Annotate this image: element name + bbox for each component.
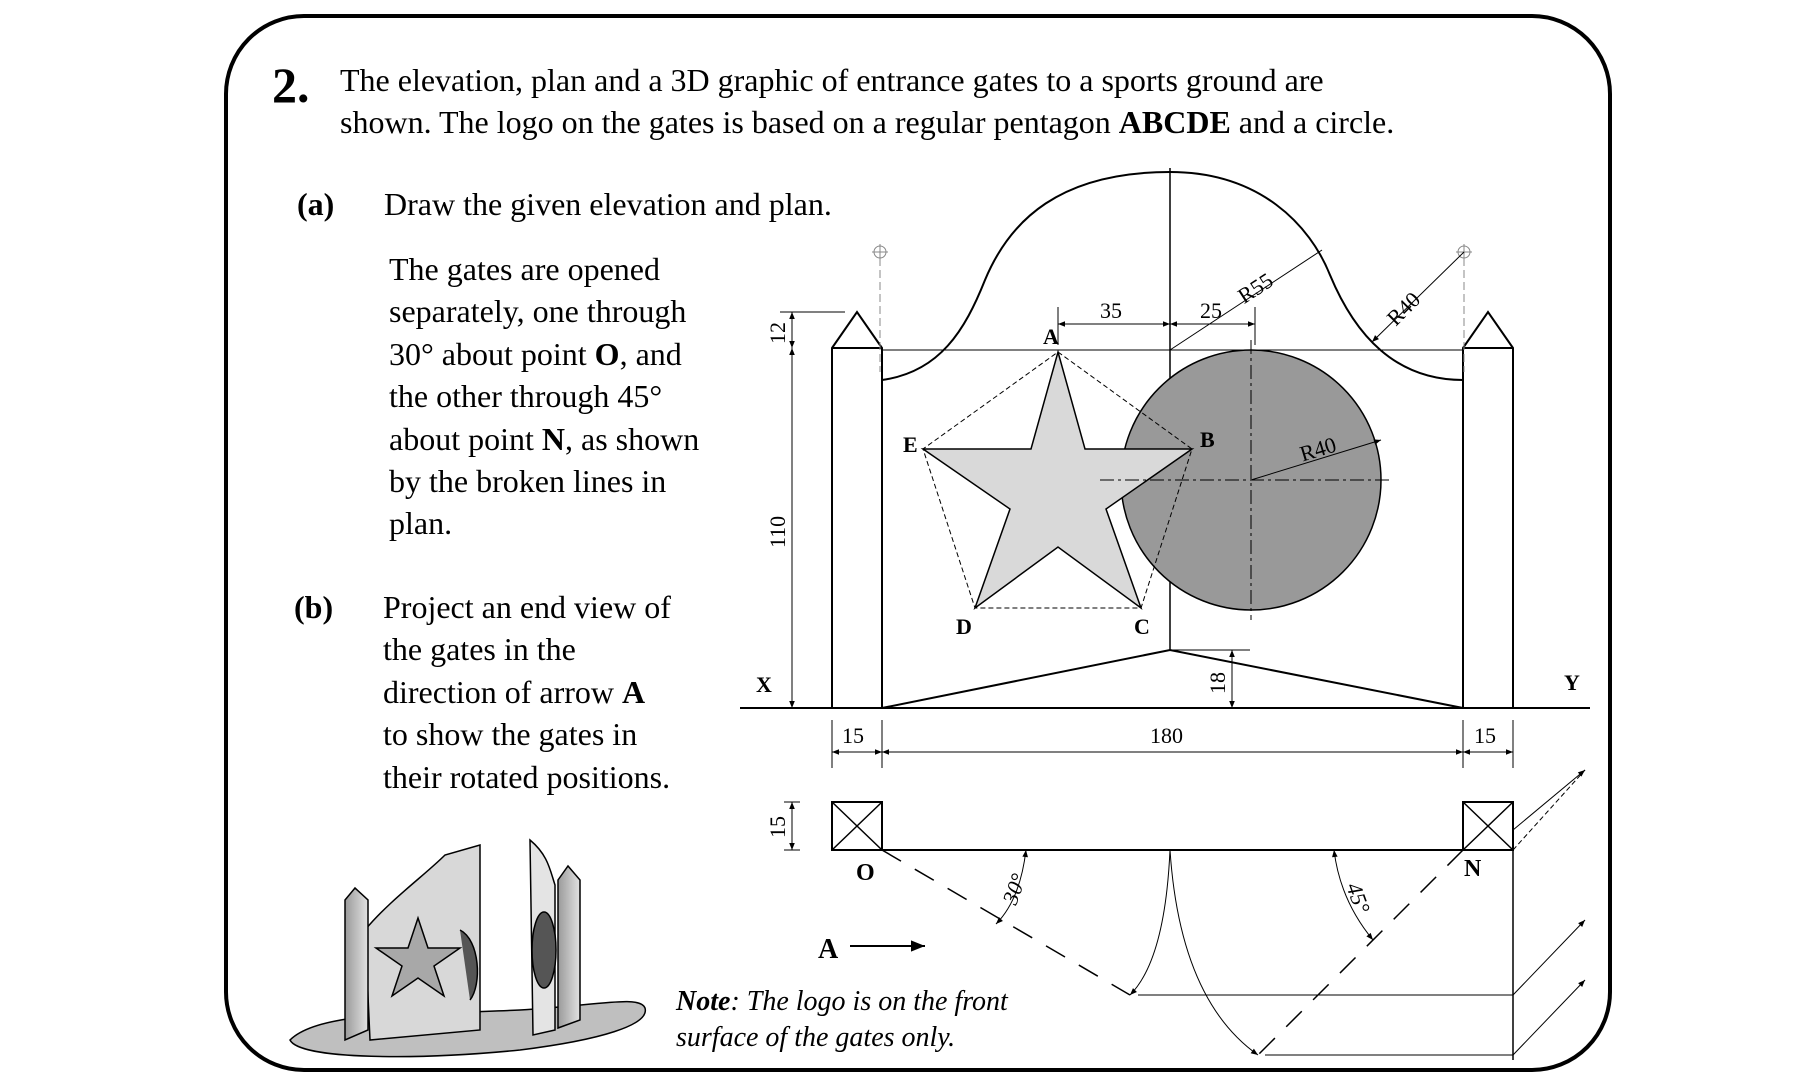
arrow-a-ref: A [622, 673, 646, 710]
part-a-instruction: Draw the given elevation and plan. [384, 186, 832, 222]
arc-centres [872, 244, 1472, 372]
para-line: separately, one through [389, 293, 687, 330]
gate-base [881, 648, 1464, 709]
dim-180: 180 [1150, 723, 1183, 748]
logo-star [920, 349, 1195, 611]
dim-18: 18 [1205, 672, 1230, 694]
3d-right-oval [531, 911, 557, 989]
part-b-paragraph: Project an end view of the gates in the … [383, 586, 671, 798]
point-label-d: D [956, 614, 972, 639]
left-post [831, 310, 883, 708]
3d-star [373, 915, 463, 998]
pentagon-name: ABCDE [1118, 104, 1231, 140]
point-label-n: N [1464, 856, 1482, 882]
note-text: : The logo is on the front [730, 986, 1008, 1017]
para-line: 30° about point O, and [389, 335, 682, 372]
angle-label-45: 45° [1341, 879, 1375, 917]
3d-post-left [344, 886, 369, 1042]
dim-15-depth: 15 [765, 816, 790, 838]
point-label-c: C [1134, 614, 1150, 639]
rotated-gate-30 [881, 849, 1131, 996]
point-o-ref: O [594, 335, 620, 372]
arc-30 [1129, 849, 1171, 996]
dim-12: 12 [765, 322, 790, 344]
axis-label-x: X [756, 672, 772, 697]
arrow-label-a: A [818, 934, 839, 965]
plan-view [784, 769, 1586, 1060]
point-n-ref: N [541, 420, 565, 457]
intro-text: shown. The logo on the gates is based on… [340, 104, 1119, 140]
diagram-labels: A B C D E X Y O N A 35 25 R55 R40 R40 15… [756, 268, 1580, 965]
elevation-dimensions [780, 307, 1514, 768]
dim-15-left: 15 [842, 723, 864, 748]
question-number: 2. [272, 57, 310, 113]
note: Note: The logo is on the front surface o… [676, 984, 1008, 1056]
dim-110: 110 [765, 516, 790, 548]
angle-45-arc [1332, 849, 1374, 941]
arc-45 [1169, 849, 1259, 1056]
pentagon [922, 351, 1193, 609]
angle-30-arc [995, 849, 1028, 925]
point-label-e: E [903, 432, 918, 457]
angle-label-30: 30° [997, 870, 1031, 909]
logo [920, 340, 1390, 620]
para-line: the other through 45° [389, 378, 663, 415]
para-line: their rotated positions. [383, 758, 671, 795]
elevation-view [740, 168, 1590, 709]
part-a-paragraph: The gates are opened separately, one thr… [389, 248, 699, 545]
right-post [1462, 310, 1514, 708]
para-line: Project an end view of [383, 589, 671, 625]
plan-post-right [1462, 801, 1514, 851]
axis-label-y: Y [1564, 670, 1580, 695]
para-line: about point N, as shown [389, 420, 700, 457]
dim-r55: R55 [1233, 268, 1277, 309]
point-label-b: B [1200, 427, 1215, 452]
part-b-label: (b) [294, 589, 334, 625]
para-line: the gates in the [383, 631, 576, 668]
para-line: to show the gates in [383, 716, 638, 753]
para-line: plan. [389, 505, 453, 542]
3d-post-right [557, 864, 581, 1030]
question-intro-line1: The elevation, plan and a 3D graphic of … [340, 62, 1324, 98]
dim-r40-top: R40 [1382, 287, 1426, 331]
plan-post-left [831, 801, 883, 851]
dim-15-right: 15 [1474, 723, 1496, 748]
point-label-a: A [1043, 324, 1059, 349]
question-frame [224, 14, 1612, 1072]
gate-3d-graphic [289, 838, 646, 1058]
intro-text-end: and a circle. [1230, 104, 1395, 140]
para-line: direction of arrow A [383, 673, 646, 710]
question-intro-line2: shown. The logo on the gates is based on… [340, 101, 1394, 143]
rotated-gate-45 [1257, 849, 1464, 1056]
para-line: by the broken lines in [389, 463, 667, 500]
note-text-2: surface of the gates only. [676, 1022, 956, 1053]
para-line: The gates are opened [389, 251, 660, 287]
dim-35: 35 [1100, 298, 1122, 323]
dim-25: 25 [1200, 298, 1222, 323]
part-a-label: (a) [297, 186, 335, 222]
note-label: Note [676, 986, 731, 1017]
point-label-o: O [856, 860, 875, 886]
